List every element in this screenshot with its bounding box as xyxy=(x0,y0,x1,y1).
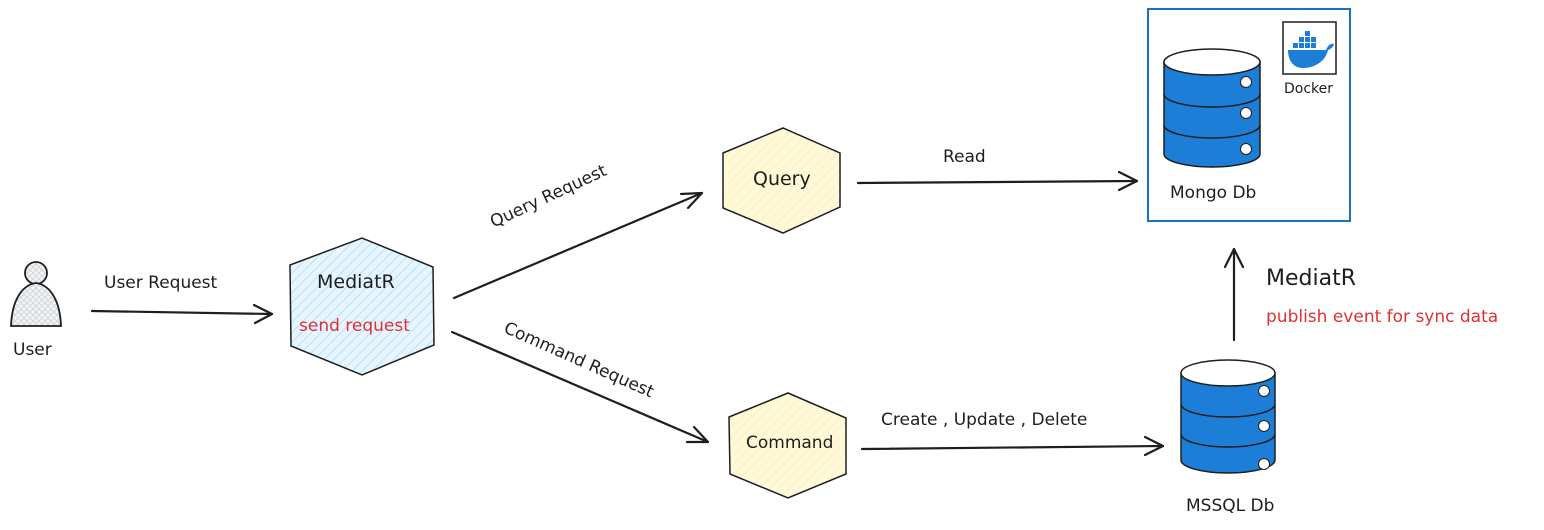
command-hexagon[interactable] xyxy=(728,392,847,499)
write-label: Create , Update , Delete xyxy=(881,410,1088,430)
arrow-command-to-mssql xyxy=(860,435,1165,457)
query-hexagon[interactable] xyxy=(722,127,841,234)
arrow-query-to-mongo xyxy=(856,170,1139,192)
arrow-mediator-to-query xyxy=(452,191,704,300)
docker-icon xyxy=(1282,21,1337,75)
arrow-mssql-to-mongo xyxy=(1223,247,1245,342)
query-label: Query xyxy=(753,168,811,190)
sync-title: MediatR xyxy=(1266,266,1356,291)
mediator-subtitle: send request xyxy=(299,316,410,336)
docker-label: Docker xyxy=(1284,81,1334,97)
mongo-database-icon xyxy=(1163,48,1261,168)
read-label: Read xyxy=(943,147,986,167)
user-request-label: User Request xyxy=(104,273,218,293)
arrow-mediator-to-command xyxy=(450,330,710,444)
mssql-database-icon xyxy=(1180,359,1276,474)
arrow-user-to-mediator xyxy=(90,303,274,325)
user-icon xyxy=(10,261,62,327)
user-label: User xyxy=(13,340,52,360)
mssql-label: MSSQL Db xyxy=(1186,496,1275,516)
sync-subtitle: publish event for sync data xyxy=(1266,307,1499,327)
mediator-title: MediatR xyxy=(317,271,395,293)
mediator-hexagon[interactable] xyxy=(289,237,435,376)
command-label: Command xyxy=(746,433,834,453)
mongo-label: Mongo Db xyxy=(1170,183,1257,203)
